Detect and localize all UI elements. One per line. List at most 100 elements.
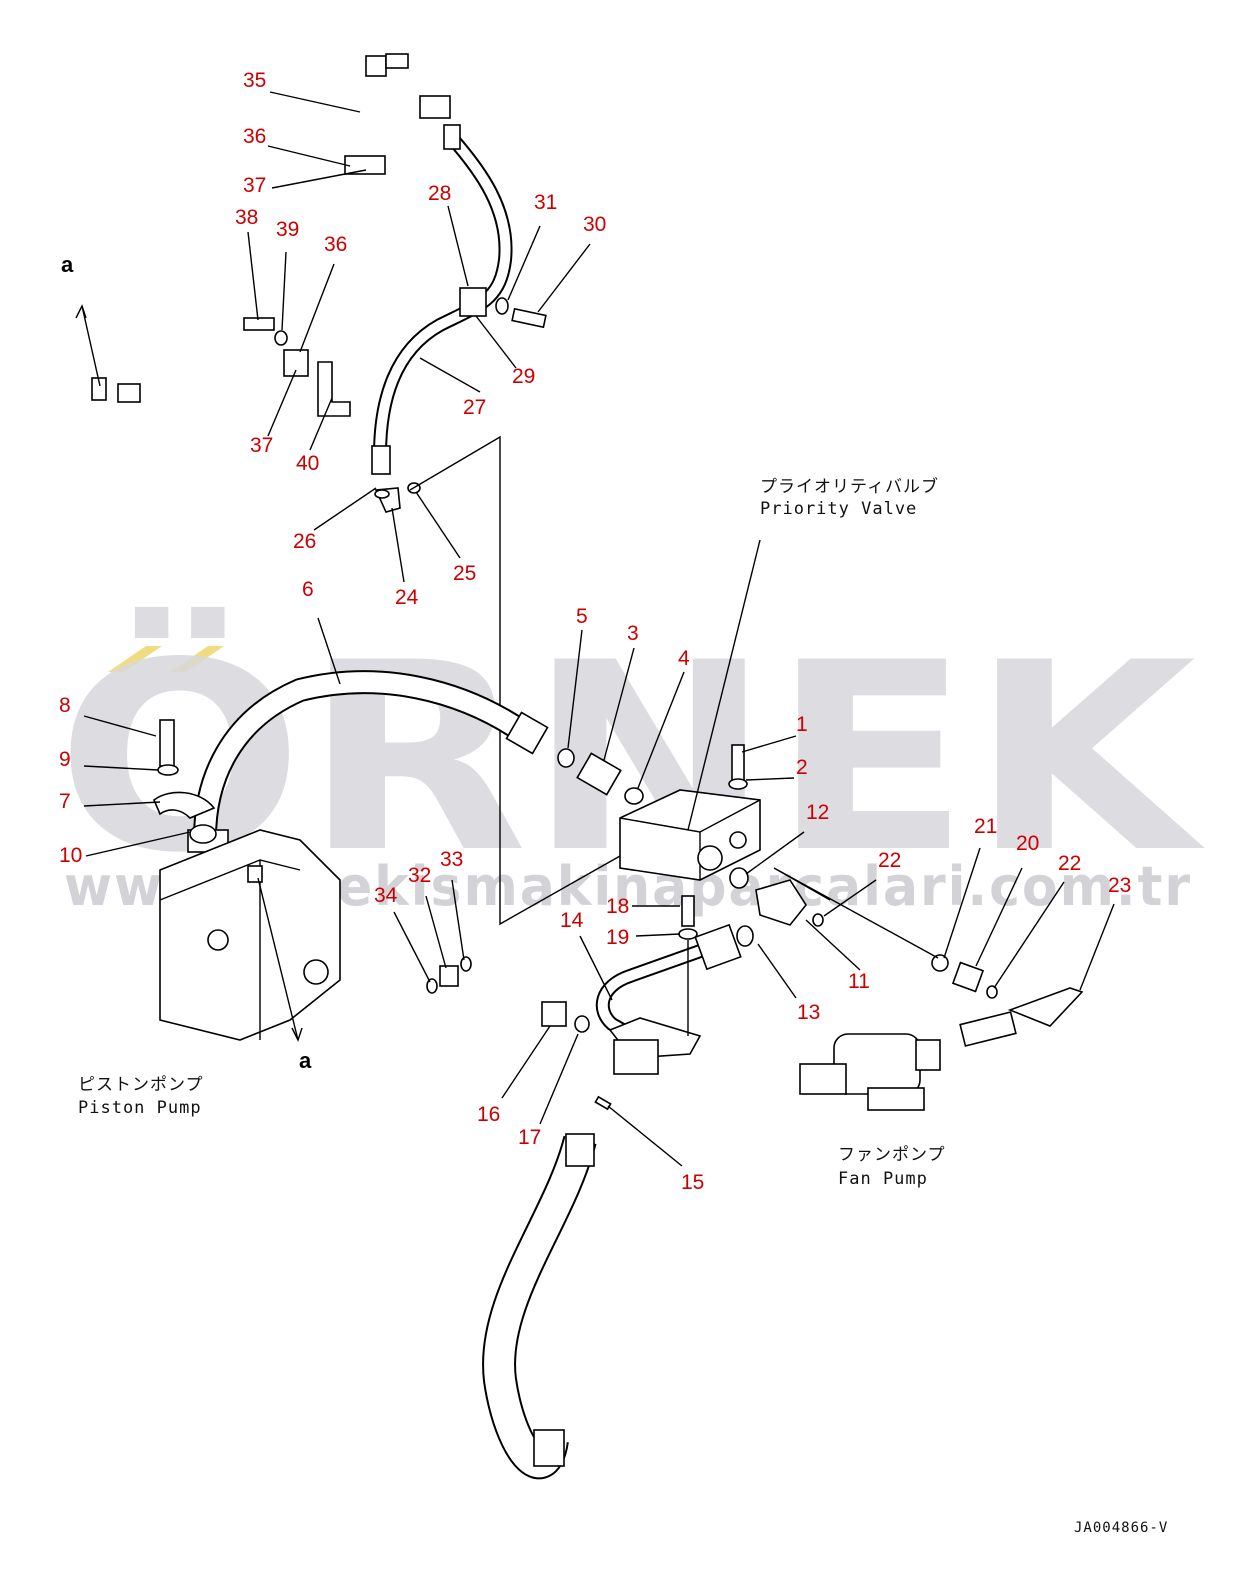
- caption-piston-pump-jp: ピストンポンプ: [78, 1075, 204, 1095]
- hose-35-end-fitting: [91, 377, 107, 401]
- bolt-1: [731, 744, 745, 782]
- hose-35-top-elbow: [365, 55, 387, 77]
- hose-6-nut: [505, 711, 549, 755]
- label-part-30: 30: [583, 213, 606, 236]
- ref-arrow-top: [75, 304, 101, 387]
- label-part-22b: 22: [1058, 852, 1081, 875]
- label-part-7: 7: [59, 790, 71, 813]
- label-part-1: 1: [796, 713, 808, 736]
- label-part-2: 2: [796, 756, 808, 779]
- oring-12: [729, 867, 749, 889]
- washer-19: [678, 928, 698, 940]
- label-part-18: 18: [606, 895, 629, 918]
- tube-14-assembly: [595, 923, 742, 1075]
- clamp-36-upper: [344, 155, 386, 175]
- washer-39: [274, 330, 288, 346]
- label-part-38: 38: [235, 206, 258, 229]
- clamp-7: [153, 791, 216, 819]
- label-part-23: 23: [1108, 874, 1131, 897]
- oring-13: [736, 925, 754, 947]
- label-part-8: 8: [59, 694, 71, 717]
- adapter-3: [576, 752, 622, 796]
- label-part-12: 12: [806, 801, 829, 824]
- part-number-labels: 35 36 37 38 39 36 28 31 30 29 27 37 40 2…: [59, 69, 1131, 1194]
- label-part-15: 15: [681, 1171, 704, 1194]
- plug-16: [541, 1001, 567, 1027]
- caption-fan-pump-en: Fan Pump: [838, 1169, 928, 1189]
- oring-21: [931, 954, 949, 972]
- clamp-36-lower: [283, 349, 309, 377]
- label-part-4: 4: [678, 647, 690, 670]
- bracket-40: [317, 361, 351, 417]
- oring-10: [189, 824, 217, 844]
- label-part-29: 29: [512, 365, 535, 388]
- label-part-26: 26: [293, 530, 316, 553]
- label-part-40: 40: [296, 452, 319, 475]
- piston-pump-drawing: [159, 829, 341, 1041]
- label-part-20: 20: [1016, 832, 1039, 855]
- watermark-accent-right: [170, 646, 224, 672]
- ref-letter-a-bottom: a: [299, 1048, 312, 1073]
- caption-priority-valve-jp: プライオリティバルブ: [760, 476, 939, 497]
- watermark-accent-left: [108, 646, 162, 672]
- hose-35-sleeve: [117, 383, 141, 403]
- label-part-21: 21: [974, 815, 997, 838]
- label-part-13: 13: [797, 1001, 820, 1024]
- tee-fitting-top: [419, 95, 451, 119]
- oring-17: [574, 1015, 590, 1033]
- adapter-20: [951, 961, 985, 993]
- adapter-32: [439, 965, 459, 987]
- caption-fan-pump-jp: ファンポンプ: [838, 1145, 946, 1165]
- oring-34: [426, 978, 438, 994]
- washer-9: [157, 764, 179, 776]
- priority-valve-block: [619, 789, 761, 881]
- bolt-30: [511, 307, 547, 329]
- label-part-22a: 22: [878, 849, 901, 872]
- label-part-6: 6: [302, 578, 314, 601]
- label-part-24: 24: [395, 586, 419, 609]
- pin-15: [594, 1095, 612, 1111]
- oring-5: [557, 748, 575, 768]
- fan-pump-drawing: [799, 1033, 941, 1111]
- elbow-24: [374, 487, 401, 513]
- label-part-36b: 36: [324, 233, 347, 256]
- oring-22-left: [812, 913, 824, 927]
- elbow-11: [755, 879, 807, 926]
- label-part-25: 25: [453, 562, 476, 585]
- oring-22-right: [986, 985, 998, 999]
- leader-lines: [83, 91, 1115, 1167]
- label-part-28: 28: [428, 182, 451, 205]
- label-part-11: 11: [848, 970, 870, 993]
- label-part-31: 31: [534, 191, 557, 214]
- caption-piston-pump-en: Piston Pump: [78, 1098, 202, 1118]
- oring-33: [460, 956, 472, 972]
- label-part-10: 10: [59, 844, 82, 867]
- bolt-18: [681, 895, 695, 927]
- label-part-19: 19: [606, 926, 629, 949]
- hose-27-top-fitting: [443, 124, 461, 150]
- clamp-28: [459, 287, 487, 317]
- label-part-37a: 37: [243, 174, 266, 197]
- bolt-8: [159, 719, 175, 767]
- hose-27-bottom-fitting: [371, 445, 391, 475]
- label-part-16: 16: [477, 1103, 500, 1126]
- suction-hose: [482, 1133, 597, 1480]
- label-part-33: 33: [440, 848, 463, 871]
- caption-priority-valve-en: Priority Valve: [760, 499, 917, 519]
- label-part-32: 32: [408, 864, 431, 887]
- label-part-35: 35: [243, 69, 266, 92]
- oring-4: [624, 787, 644, 805]
- label-part-9: 9: [59, 748, 71, 771]
- label-part-39: 39: [276, 218, 299, 241]
- hose-23: [959, 987, 1084, 1047]
- washer-2: [728, 778, 748, 790]
- label-part-5: 5: [576, 605, 588, 628]
- hose-35-top-nut: [385, 53, 409, 69]
- label-part-34: 34: [374, 884, 398, 907]
- drawing-code: JA004866-V: [1074, 1520, 1168, 1536]
- guide-line-long: [409, 435, 621, 926]
- ref-letter-a-top: a: [61, 252, 74, 277]
- washer-31: [495, 297, 509, 315]
- label-part-27: 27: [463, 396, 486, 419]
